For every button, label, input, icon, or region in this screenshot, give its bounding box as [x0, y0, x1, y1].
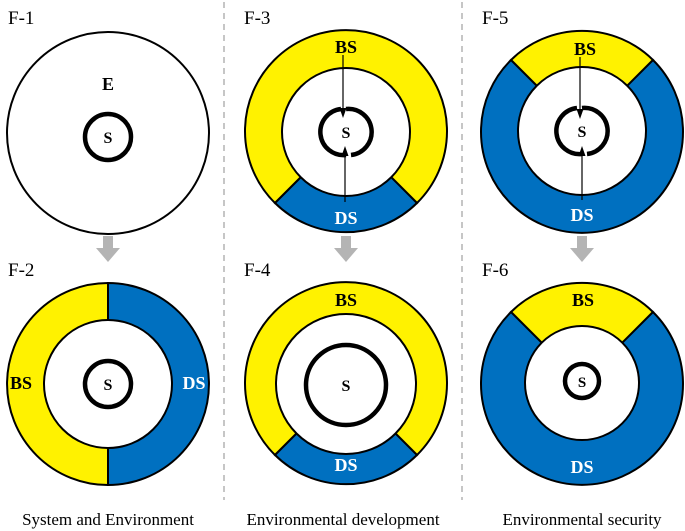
- panel-label-f6: F-6: [482, 260, 508, 281]
- bs-arrow-head: [576, 109, 584, 119]
- panel-label-f2: F-2: [8, 260, 34, 281]
- system-label: S: [578, 375, 586, 391]
- system-label: S: [104, 377, 113, 394]
- system-ring-open-bottom: [581, 105, 610, 157]
- ds-arrow-head: [578, 146, 586, 156]
- ds-label: DS: [570, 457, 593, 477]
- system-ring: [562, 361, 602, 401]
- bs-label: BS: [335, 37, 357, 57]
- system-label: S: [342, 125, 351, 142]
- panel-f2: F-2 BS DS S: [6, 260, 210, 487]
- bs-label: BS: [572, 290, 594, 310]
- panel-f6: F-6 S BS DS: [480, 260, 684, 486]
- panel-label-f3: F-3: [244, 8, 270, 29]
- ds-label: DS: [182, 373, 205, 393]
- panel-f1: F-1 E S: [6, 8, 210, 235]
- ds-arrow-head: [341, 146, 349, 156]
- bs-arrow-head: [339, 108, 347, 118]
- caption-environmental-development: Environmental development: [246, 510, 439, 529]
- bs-label: BS: [10, 373, 32, 393]
- system-ring-open-top: [318, 106, 347, 158]
- system-ring: [82, 111, 134, 163]
- ds-label: DS: [334, 208, 357, 228]
- transition-arrow: [334, 236, 358, 262]
- system-label: S: [104, 130, 113, 147]
- system-ring-open-top: [554, 105, 583, 157]
- ds-label: DS: [570, 205, 593, 225]
- transition-arrow: [96, 236, 120, 262]
- panel-label-f5: F-5: [482, 8, 508, 29]
- panel-label-f1: F-1: [8, 8, 34, 29]
- system-label: S: [578, 124, 587, 141]
- system-ring-open-bottom: [345, 106, 374, 158]
- system-label: S: [342, 378, 351, 395]
- bs-label: BS: [335, 290, 357, 310]
- inner-white-circle: [281, 67, 411, 197]
- environment-label: E: [102, 74, 114, 94]
- bs-label: BS: [574, 39, 596, 59]
- transition-arrow: [570, 236, 594, 262]
- system-ring: [303, 342, 389, 428]
- panel-f5: F-5 S BS DS: [480, 8, 684, 234]
- ds-label: DS: [334, 455, 357, 475]
- panel-label-f4: F-4: [244, 260, 271, 281]
- caption-system-and-environment: System and Environment: [22, 510, 194, 529]
- system-ring: [82, 358, 134, 410]
- panel-f4: F-4 S BS DS: [244, 260, 448, 486]
- caption-environmental-security: Environmental security: [502, 510, 662, 529]
- panel-f3: F-3 S BS DS: [244, 8, 448, 234]
